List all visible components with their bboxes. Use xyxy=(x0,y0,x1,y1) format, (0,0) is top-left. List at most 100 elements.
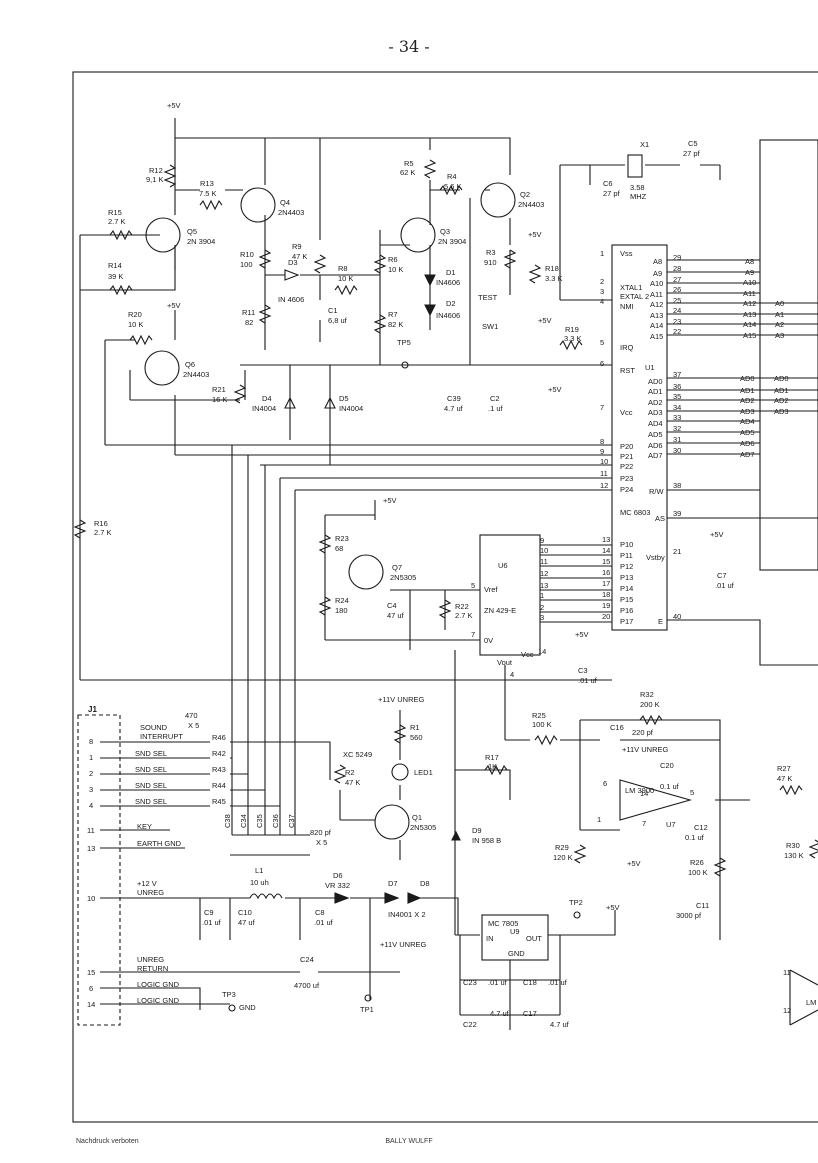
c10-ref: C10 xyxy=(238,908,252,917)
c38-ref: C38 xyxy=(223,814,232,828)
rail-label: +5V xyxy=(548,385,562,394)
u1-pin-num: 13 xyxy=(602,535,610,544)
rail-label: +11V UNREG xyxy=(622,745,669,754)
u1-pin-num: 14 xyxy=(602,546,610,555)
r8-value: 10 K xyxy=(338,274,353,283)
u1-pin-name: AD2 xyxy=(648,398,663,407)
d6-ref: D6 xyxy=(333,871,343,880)
c37-ref: C37 xyxy=(287,814,296,828)
r16-ref: R16 xyxy=(94,519,108,528)
r17-ref: R17 xyxy=(485,753,499,762)
j1-pin-label: LOGIC GND xyxy=(137,980,180,989)
c4-value: 47 uf xyxy=(387,611,405,620)
u1-pin-name: A13 xyxy=(650,311,663,320)
j1-pin-label: SND SEL xyxy=(135,749,167,758)
bus-ad-label: AD0 xyxy=(740,374,755,383)
bus-ad-label: AD6 xyxy=(740,439,755,448)
u6-pin-num: 9 xyxy=(540,536,544,545)
u1-pin-name: P11 xyxy=(620,551,633,560)
r3-value: 910 xyxy=(484,258,497,267)
u1-pin-num: 18 xyxy=(602,590,610,599)
r22-value: 2.7 K xyxy=(455,611,473,620)
u1-pin-num: 37 xyxy=(673,370,681,379)
bus-a-low-label: A0 xyxy=(775,299,784,308)
u1-pin-name: P10 xyxy=(620,540,633,549)
q5-part: 2N 3904 xyxy=(187,237,215,246)
r46-value: 470 xyxy=(185,711,198,720)
rail-label: +11V UNREG xyxy=(378,695,425,704)
c6-ref: C6 xyxy=(603,179,613,188)
u1-pin-num: 2 xyxy=(600,277,604,286)
r13-ref: R13 xyxy=(200,179,214,188)
u1-pin-num: 25 xyxy=(673,296,681,305)
r8-ref: R8 xyxy=(338,264,348,273)
r23-ref: R23 xyxy=(335,534,349,543)
r26-symbol xyxy=(713,857,727,877)
q7-part: 2N5305 xyxy=(390,573,416,582)
rail-label: +11V UNREG xyxy=(380,940,427,949)
bus-a-low-label: A2 xyxy=(775,320,784,329)
r3-ref: R3 xyxy=(486,248,496,257)
r15-value: 2.7 K xyxy=(108,217,126,226)
c24-value: 4700 uf xyxy=(294,981,320,990)
r6-value: 10 K xyxy=(388,265,403,274)
u1-pin-num: 35 xyxy=(673,392,681,401)
bus-a-label: A14 xyxy=(743,320,756,329)
d1-symbol xyxy=(424,274,436,287)
test-label: TEST xyxy=(478,293,498,302)
r20-symbol xyxy=(129,334,153,346)
rail-label: +5V xyxy=(167,301,181,310)
d5-ref: D5 xyxy=(339,394,349,403)
u1-pin-name: P15 xyxy=(620,595,633,604)
u1-right-pins: A8 29 A9 28 A10 27 A11 26 A12 25 A13 24 … xyxy=(646,253,681,626)
bus-ad-label: AD2 xyxy=(740,396,755,405)
bus-a-low-label: A1 xyxy=(775,310,784,319)
u1-pin-name: Vcc xyxy=(620,408,633,417)
u1-pin-num: 19 xyxy=(602,601,610,610)
r25-ref: R25 xyxy=(532,711,546,720)
j1-pin-res: R44 xyxy=(212,781,226,790)
rail-label: +5V xyxy=(627,859,641,868)
c16-value: 220 pf xyxy=(632,728,654,737)
r21-symbol xyxy=(233,384,247,404)
tp5-label: TP5 xyxy=(397,338,411,347)
c34-ref: C34 xyxy=(239,814,248,828)
u1-pin-num: 39 xyxy=(673,509,681,518)
r7-ref: R7 xyxy=(388,310,398,319)
c36-ref: C36 xyxy=(271,814,280,828)
q2-part: 2N4403 xyxy=(518,200,544,209)
d4-part: IN4004 xyxy=(252,404,276,413)
j1-pin-num: 8 xyxy=(89,737,93,746)
r27-ref: R27 xyxy=(777,764,791,773)
r4-symbol xyxy=(439,184,463,196)
u1-pin-num: 5 xyxy=(600,338,604,347)
q3-ref: Q3 xyxy=(440,227,450,236)
u-partial-pin: 11 xyxy=(783,968,791,977)
d2-symbol xyxy=(424,304,436,317)
u1-pin-num: 10 xyxy=(600,457,608,466)
u1-pin-num: 27 xyxy=(673,275,681,284)
r27-symbol xyxy=(779,784,803,796)
cap-bank-count: X 5 xyxy=(316,838,327,847)
r46-count: X 5 xyxy=(188,721,199,730)
r21-ref: R21 xyxy=(212,385,226,394)
j1-pin-label: SND SEL xyxy=(135,797,167,806)
u1-pin-num: 33 xyxy=(673,413,681,422)
led1-symbol xyxy=(391,763,409,781)
r18-ref: R18 xyxy=(545,264,559,273)
r24-value: 180 xyxy=(335,606,348,615)
u1-pin-name: A14 xyxy=(650,321,663,330)
u9-out: OUT xyxy=(526,934,542,943)
u1-pin-name: P21 xyxy=(620,452,633,461)
symbols xyxy=(73,154,818,1026)
r11-symbol xyxy=(258,304,272,324)
footer-left: Nachdruck verboten xyxy=(76,1138,139,1145)
u6-pin-name: 0V xyxy=(484,636,493,645)
r19-value: 3.3 K xyxy=(564,334,582,343)
bus-a-label: A10 xyxy=(743,278,756,287)
sw1-ref: SW1 xyxy=(482,322,498,331)
q4-symbol xyxy=(240,187,276,223)
x1-unit: MHZ xyxy=(630,192,647,201)
u6-pin-num: 5 xyxy=(471,581,475,590)
r3-symbol xyxy=(503,249,517,269)
